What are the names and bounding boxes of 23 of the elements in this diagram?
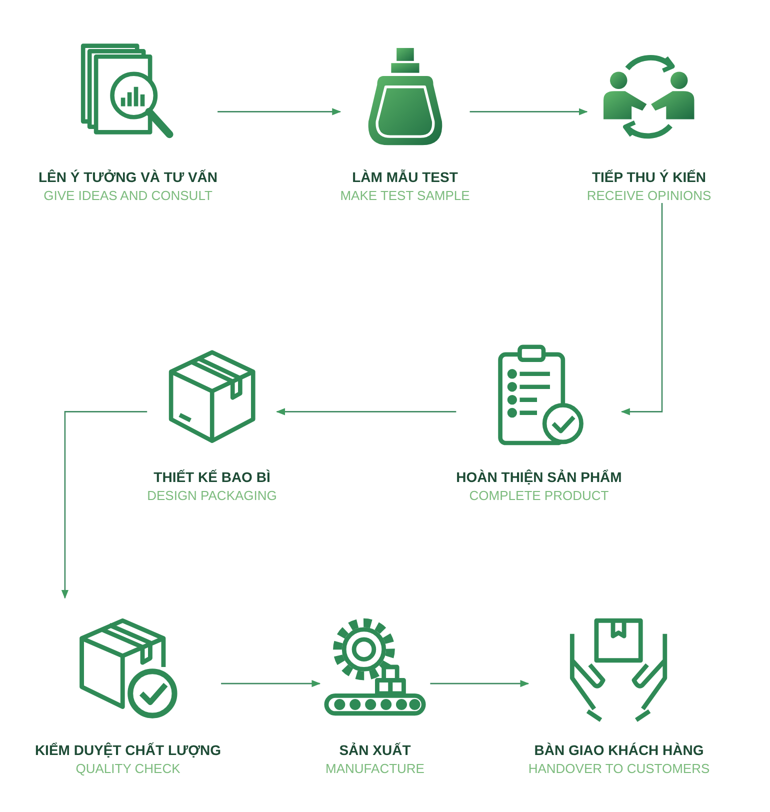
- arrow: [620, 203, 663, 416]
- arrow: [470, 108, 588, 116]
- step-subtitle: QUALITY CHECK: [74, 761, 182, 776]
- arrow: [61, 411, 148, 599]
- step-subtitle: COMPLETE PRODUCT: [468, 488, 610, 503]
- step-subtitle: MAKE TEST SAMPLE: [340, 188, 470, 203]
- step-subtitle: DESIGN PACKAGING: [147, 488, 277, 503]
- arrow: [221, 680, 321, 688]
- step-title: LÊN Ý TƯỞNG VÀ TƯ VẤN: [38, 169, 218, 185]
- step-subtitle: MANUFACTURE: [324, 761, 426, 776]
- step-subtitle: RECEIVE OPINIONS: [586, 188, 712, 203]
- step-title: TIẾP THU Ý KIẾN: [590, 169, 708, 185]
- step-subtitle: GIVE IDEAS AND CONSULT: [42, 188, 214, 203]
- step-title: SẢN XUẤT: [338, 742, 412, 758]
- step-title: HOÀN THIỆN SẢN PHẨM: [456, 469, 622, 485]
- arrow: [430, 680, 530, 688]
- arrow: [276, 408, 456, 416]
- step-subtitle: HANDOVER TO CUSTOMERS: [528, 761, 710, 776]
- step-title: LÀM MẪU TEST: [351, 169, 459, 185]
- arrow: [218, 108, 342, 116]
- step-title: BÀN GIAO KHÁCH HÀNG: [533, 742, 705, 758]
- step-title: THIẾT KẾ BAO BÌ: [152, 469, 272, 485]
- step-title: KIỂM DUYỆT CHẤT LƯỢNG: [34, 742, 222, 758]
